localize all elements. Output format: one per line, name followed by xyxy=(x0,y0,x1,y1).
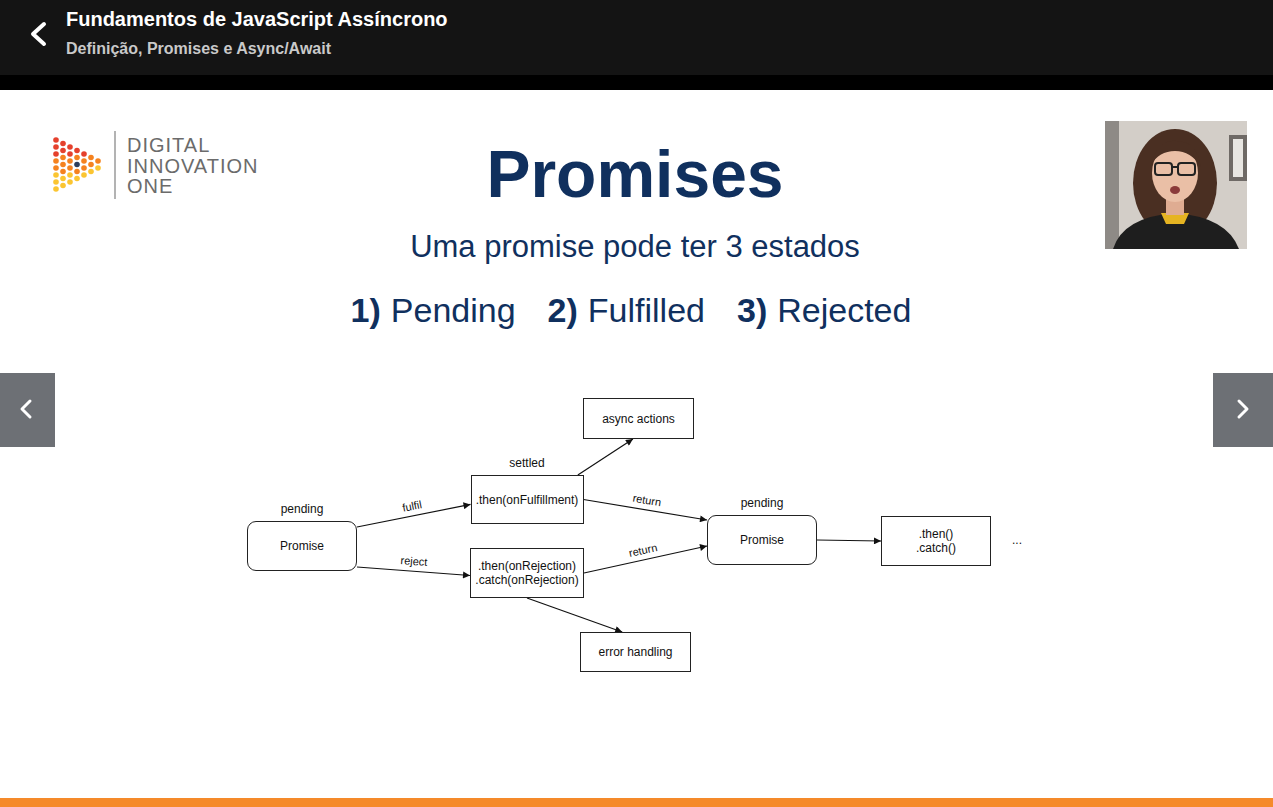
edge-label: return xyxy=(626,540,661,559)
logo-dots xyxy=(53,137,101,192)
box-text: .then() .catch() xyxy=(916,527,956,555)
box-text: async actions xyxy=(602,412,675,426)
box-text: .then(onRejection) .catch(onRejection) xyxy=(475,559,578,587)
connector-arrow xyxy=(817,540,881,541)
continuation-dots: ... xyxy=(1012,533,1022,547)
logo-text: INNOVATION xyxy=(127,156,258,176)
prev-button xyxy=(0,373,55,447)
slide-subtitle: Uma promise pode ter 3 estados xyxy=(0,229,1270,265)
logo-divider xyxy=(114,131,116,199)
back-chevron xyxy=(33,24,44,44)
state-name: Fulfilled xyxy=(588,290,705,330)
process-box: async actions xyxy=(583,398,694,439)
box-text: Promise xyxy=(280,539,324,553)
connector-arrow xyxy=(527,598,622,632)
connector-arrow xyxy=(357,567,470,576)
promise-box: pendingPromise xyxy=(247,521,357,571)
box-text: error handling xyxy=(598,645,672,659)
next-button xyxy=(1213,373,1273,447)
box-text: .then(onFulfillment) xyxy=(476,493,579,507)
footer-bar xyxy=(0,798,1273,807)
state-heading: settled xyxy=(509,456,544,470)
process-box: error handling xyxy=(580,632,691,672)
state-number: 2) xyxy=(548,290,578,330)
connector-arrow xyxy=(578,439,633,475)
states-row: 1)Pending 2)Fulfilled 3)Rejected xyxy=(0,290,1262,330)
edge-label: fulfil xyxy=(399,498,424,514)
webcam-presenter xyxy=(1105,121,1247,249)
state-name: Rejected xyxy=(777,290,911,330)
process-box: settled.then(onFulfillment) xyxy=(471,475,584,524)
lesson-subtitle: Definição, Promises e Async/Await xyxy=(66,38,331,60)
state-number: 1) xyxy=(351,290,381,330)
course-title: Fundamentos de JavaScript Assíncrono xyxy=(66,6,448,32)
state-heading: pending xyxy=(281,502,324,516)
process-box: .then() .catch() xyxy=(881,516,991,566)
promise-box: pendingPromise xyxy=(707,515,817,565)
box-text: Promise xyxy=(740,533,784,547)
state-name: Pending xyxy=(391,290,516,330)
prev-chevron xyxy=(22,401,30,417)
header-band xyxy=(0,75,1273,90)
edge-label: reject xyxy=(398,554,430,568)
state-number: 3) xyxy=(737,290,767,330)
state-heading: pending xyxy=(741,496,784,510)
process-box: .then(onRejection) .catch(onRejection) xyxy=(470,548,584,598)
next-chevron xyxy=(1239,401,1247,417)
logo-text: DIGITAL xyxy=(127,135,210,155)
logo-text: ONE xyxy=(127,176,173,196)
edge-label: return xyxy=(630,491,664,508)
